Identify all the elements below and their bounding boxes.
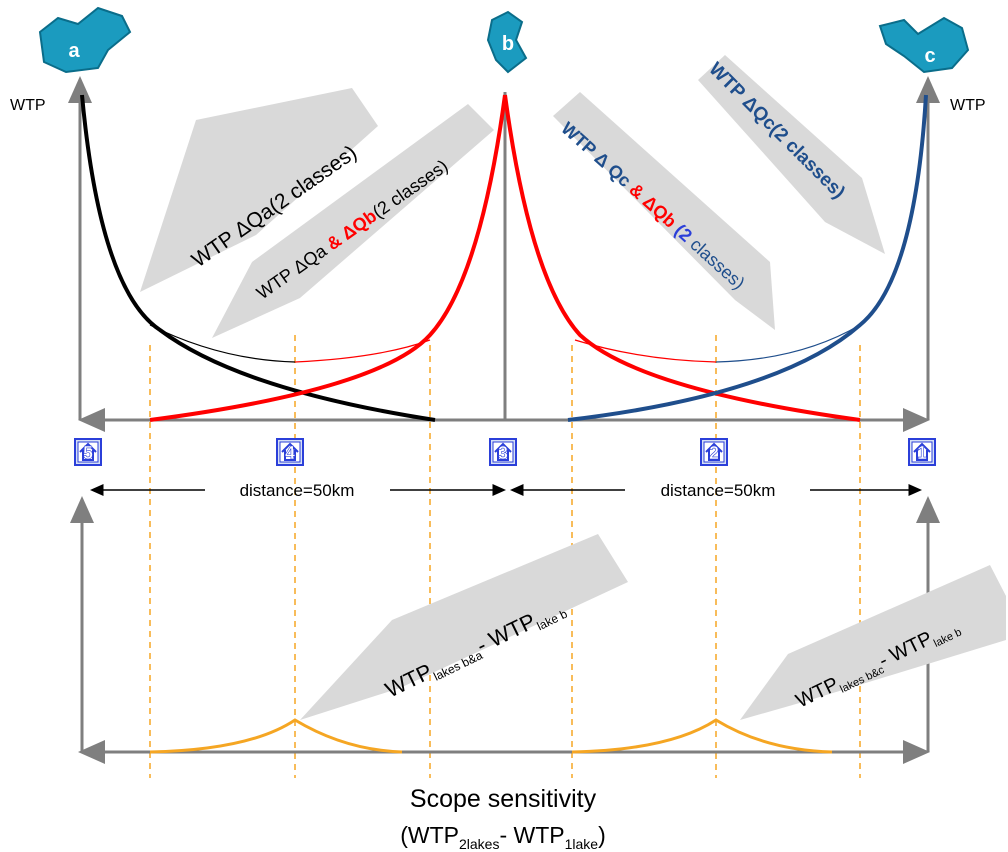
house-2: 2 [700,438,728,466]
dashed-guides [149,335,861,778]
svg-text:2: 2 [709,443,719,463]
blue-curve [567,94,928,422]
red-left-curve [149,94,507,422]
lake-c: c [878,16,970,74]
distance-left-label: distance=50km [240,481,355,500]
house-5: 5 [74,438,102,466]
svg-text:WTP Δ Qc & ΔQb (2 classes): WTP Δ Qc & ΔQb (2 classes) [557,118,748,293]
distance-right-label: distance=50km [661,481,776,500]
svg-text:5: 5 [83,443,93,463]
scope-curve-left [149,718,403,754]
lake-c-label: c [924,45,935,67]
distance-right: distance=50km [510,481,922,500]
distance-left: distance=50km [90,481,506,500]
wtp-curves [80,94,928,422]
lake-a: a [38,6,132,74]
blue-thin-curve [715,324,861,363]
scope-curve-right [571,718,833,754]
lake-b-label: b [502,33,514,55]
house-3: 3 [489,438,517,466]
red-right-curve [503,94,861,422]
scope-curves [149,718,833,754]
svg-text:3: 3 [498,443,508,463]
lake-b: b [486,10,528,74]
callout-bc: WTPlakes b&c- WTPlake b [740,565,1006,720]
svg-text:1: 1 [917,443,927,463]
callout-ba: WTPlakes b&a- WTPlake b [300,534,628,720]
lake-a-label: a [68,40,80,62]
red-thin-right [574,339,717,363]
scope-formula: (WTP2lakes- WTP1lake) [400,822,606,852]
wtp-right-label: WTP [950,97,986,114]
callout-qc-text: WTP ΔQc(2 classes) [704,59,848,203]
house-4: 4 [276,438,304,466]
black-thin-curve [149,324,296,363]
wtp-left-label: WTP [10,97,46,114]
scope-title: Scope sensitivity [410,785,597,813]
house-1: 1 [908,438,936,466]
svg-text:4: 4 [285,443,295,463]
